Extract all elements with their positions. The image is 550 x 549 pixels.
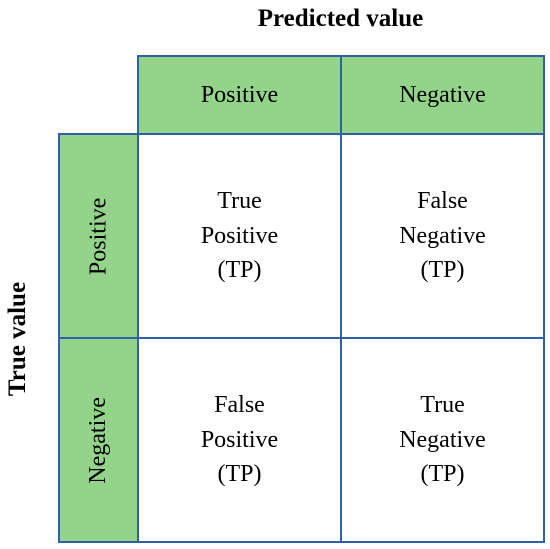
cell-tp-line-2: Positive [200,222,279,249]
row-header-positive: Positive [58,133,139,339]
cell-true-negative: True Negative (TP) [340,337,545,543]
predicted-value-label: Predicted value [257,5,424,32]
cell-fp-line-3: (TP) [217,461,262,488]
true-value-title: True value [0,136,36,542]
cell-tp-line-1: True [217,187,262,214]
column-header-positive: Positive [137,55,342,135]
row-header-positive-label: Positive [85,197,112,275]
cell-fn-line-3: (TP) [420,257,465,284]
cell-fp-line-2: Positive [200,426,279,453]
cell-fn-line-2: Negative [399,222,486,249]
column-header-negative: Negative [340,55,545,135]
column-header-negative-label: Negative [399,81,486,108]
predicted-value-title: Predicted value [137,2,544,36]
cell-tn-line-2: Negative [399,426,486,453]
cell-tp-line-3: (TP) [217,257,262,284]
row-header-negative-label: Negative [85,396,112,484]
row-header-negative: Negative [58,337,139,543]
cell-tn-line-3: (TP) [420,461,465,488]
cell-fp-line-1: False [214,391,265,418]
cell-false-positive: False Positive (TP) [137,337,342,543]
column-header-positive-label: Positive [200,81,279,108]
cell-fn-line-1: False [417,187,468,214]
cell-tn-line-1: True [420,391,465,418]
cell-false-negative: False Negative (TP) [340,133,545,339]
cell-true-positive: True Positive (TP) [137,133,342,339]
true-value-label: True value [4,281,31,397]
